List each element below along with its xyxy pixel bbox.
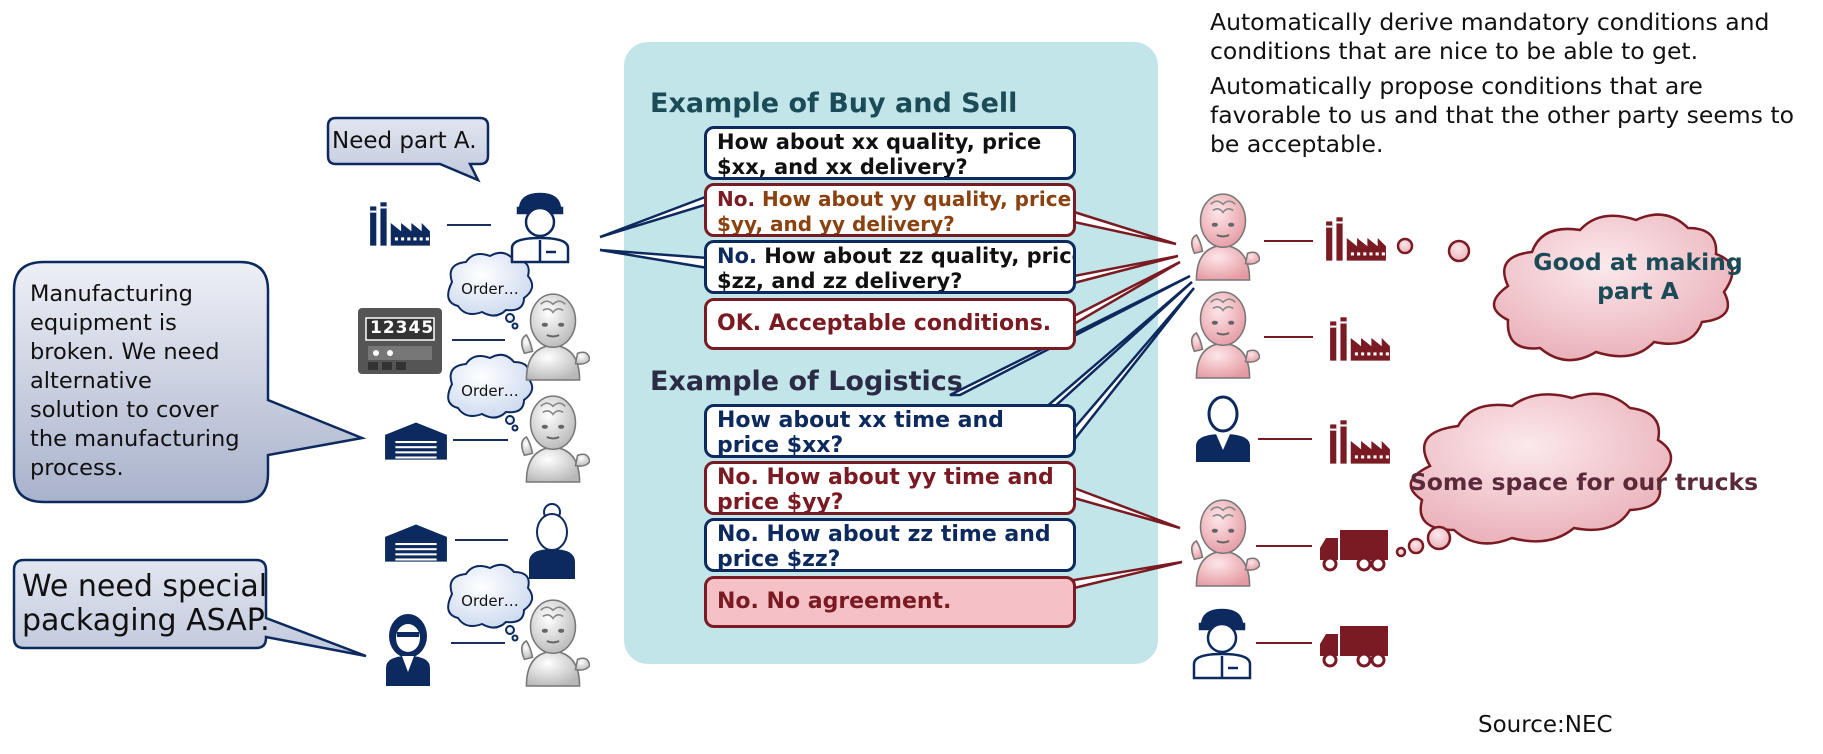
- factory-icon-right-3: [1330, 420, 1390, 464]
- source-credit: Source:NEC: [1478, 712, 1613, 738]
- factory-icon-right-2: [1330, 317, 1390, 361]
- manufacturing-callout-shape: [12, 260, 367, 504]
- callout-line: solution to cover: [30, 397, 219, 423]
- message-line: price $xx?: [717, 433, 844, 458]
- message-prefix: No.: [717, 187, 756, 211]
- callout-line: Manufacturing: [30, 281, 193, 307]
- note-line: Automatically derive mandatory condition…: [1210, 8, 1770, 36]
- ai-agent-icon-left-3: [520, 599, 590, 687]
- callout-line: alternative: [30, 368, 152, 394]
- worker-icon-right: [1192, 608, 1252, 680]
- factory-icon-right-1: [1326, 217, 1386, 261]
- note-line: be acceptable.: [1210, 130, 1384, 158]
- ai-agent-icon-right-3: [1190, 499, 1260, 587]
- message-line: $zz, and zz delivery?: [717, 269, 963, 293]
- logistics-heading: Example of Logistics: [650, 366, 963, 397]
- cloud-line: part A: [1597, 277, 1679, 305]
- order-bubble-label: Order…: [461, 592, 519, 610]
- cloud-part-a-shape: [1396, 213, 1734, 362]
- message-line: How about yy quality, price: [755, 187, 1072, 211]
- order-bubble-3-shape: [447, 563, 534, 642]
- businesswoman-icon: [386, 614, 430, 686]
- message-line: $xx, and xx delivery?: [717, 155, 968, 179]
- ai-agent-icon-right-2: [1190, 291, 1260, 379]
- logistics-message-1: How about xx time and price $xx?: [704, 404, 1076, 458]
- note-line: conditions that are nice to be able to g…: [1210, 37, 1699, 65]
- ai-agent-icon-left-2: [520, 395, 590, 483]
- callout-line: equipment is: [30, 310, 177, 336]
- meter-icon: [358, 308, 442, 374]
- factory-icon-left: [370, 202, 430, 246]
- businessman-icon: [1196, 395, 1250, 462]
- message-line: How about xx quality, price: [717, 130, 1042, 154]
- warehouse-icon-left-2: [385, 524, 447, 562]
- message-line: No. How about zz time and: [717, 522, 1051, 547]
- buy-sell-message-2: No. How about yy quality, price $yy, and…: [704, 183, 1076, 237]
- message-line: price $zz?: [717, 547, 841, 572]
- connector-lines-right: [1256, 240, 1313, 644]
- order-bubble-label: Order…: [461, 280, 519, 298]
- ai-agent-icon-right-1: [1190, 193, 1260, 281]
- message-line: $yy, and yy delivery?: [717, 212, 955, 236]
- order-bubble-2-shape: [447, 353, 534, 432]
- automation-notes: Automatically derive mandatory condition…: [1210, 8, 1794, 159]
- truck-icon-right-1: [1318, 528, 1390, 572]
- connector-lines-left: [447, 224, 508, 644]
- message-line: No. How about yy time and: [717, 465, 1054, 490]
- message-line: price $yy?: [717, 490, 844, 515]
- manufacturing-callout: Manufacturing equipment is broken. We ne…: [30, 280, 240, 483]
- ai-agent-icon-left-1: [520, 293, 590, 381]
- order-bubble-label: Order…: [461, 382, 519, 400]
- cloud-line: Good at making: [1533, 248, 1743, 276]
- logistics-message-3: No. How about zz time and price $zz?: [704, 518, 1076, 572]
- message-line: How about zz quality, price: [756, 244, 1076, 268]
- cloud-trucks-label: Some space for our trucks: [1409, 468, 1759, 496]
- need-part-callout-shape: [326, 116, 490, 183]
- message-line: How about xx time and: [717, 408, 1004, 433]
- woman-icon: [529, 503, 575, 579]
- cloud-trucks-shape: [1395, 392, 1673, 558]
- message-prefix: No.: [717, 244, 757, 268]
- callout-line: the manufacturing: [30, 426, 240, 452]
- warehouse-icon-left-1: [385, 422, 447, 460]
- buy-sell-message-1: How about xx quality, price $xx, and xx …: [704, 126, 1076, 180]
- worker-icon-left: [510, 192, 570, 264]
- packaging-callout: We need special packaging ASAP.: [22, 570, 270, 638]
- note-line: Automatically propose conditions that ar…: [1210, 72, 1703, 100]
- truck-icon-right-2: [1318, 624, 1390, 668]
- message-line: OK. Acceptable conditions.: [717, 311, 1052, 336]
- buy-sell-message-3: No. How about zz quality, price $zz, and…: [704, 240, 1076, 294]
- packaging-callout-shape: [12, 558, 367, 658]
- note-line: favorable to us and that the other party…: [1210, 101, 1794, 129]
- callout-line: packaging ASAP.: [22, 603, 270, 638]
- logistics-message-4: No. No agreement.: [704, 576, 1076, 628]
- logistics-message-2: No. How about yy time and price $yy?: [704, 461, 1076, 515]
- callout-line: broken. We need: [30, 339, 220, 365]
- buy-sell-message-4: OK. Acceptable conditions.: [704, 298, 1076, 350]
- callout-line: We need special: [22, 569, 268, 604]
- order-bubble-1-shape: [447, 251, 534, 330]
- buy-sell-heading: Example of Buy and Sell: [650, 88, 1018, 119]
- cloud-part-a-label: Good at making part A: [1518, 248, 1758, 306]
- message-line: No. No agreement.: [717, 589, 952, 614]
- callout-line: process.: [30, 455, 124, 481]
- meter-display: 12345: [370, 318, 435, 338]
- need-part-callout: Need part A.: [332, 128, 477, 154]
